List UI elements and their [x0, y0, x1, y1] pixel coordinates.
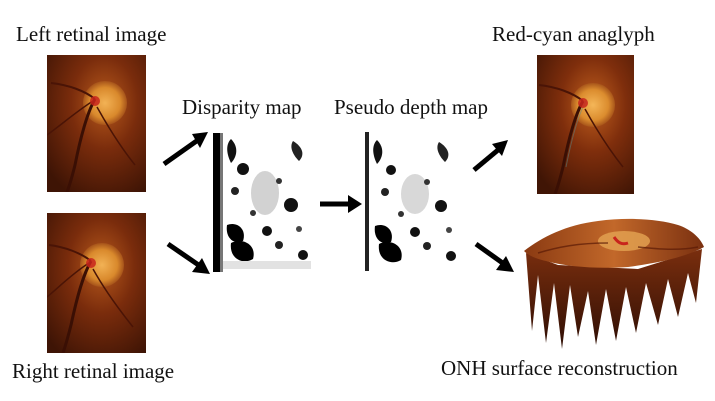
left-retinal-image [47, 55, 146, 192]
left-retinal-image-label: Left retinal image [16, 22, 167, 46]
arrow-depth-to-surface [474, 241, 514, 272]
arrow-depth-to-anaglyph [472, 140, 508, 172]
red-cyan-anaglyph-label: Red-cyan anaglyph [492, 22, 655, 46]
right-retinal-image [47, 213, 146, 353]
arrow-disparity-to-depth [320, 195, 362, 213]
disparity-map-label: Disparity map [182, 95, 302, 119]
onh-surface-reconstruction [524, 218, 704, 349]
pseudo-depth-map-label: Pseudo depth map [334, 95, 488, 119]
arrow-left-to-disparity [162, 132, 208, 167]
right-retinal-image-label: Right retinal image [12, 359, 175, 383]
disparity-map [213, 133, 316, 272]
pseudo-depth-map [365, 132, 467, 271]
arrow-right-to-disparity [166, 241, 210, 274]
red-cyan-anaglyph [537, 55, 634, 194]
onh-surface-reconstruction-label: ONH surface reconstruction [441, 356, 678, 380]
